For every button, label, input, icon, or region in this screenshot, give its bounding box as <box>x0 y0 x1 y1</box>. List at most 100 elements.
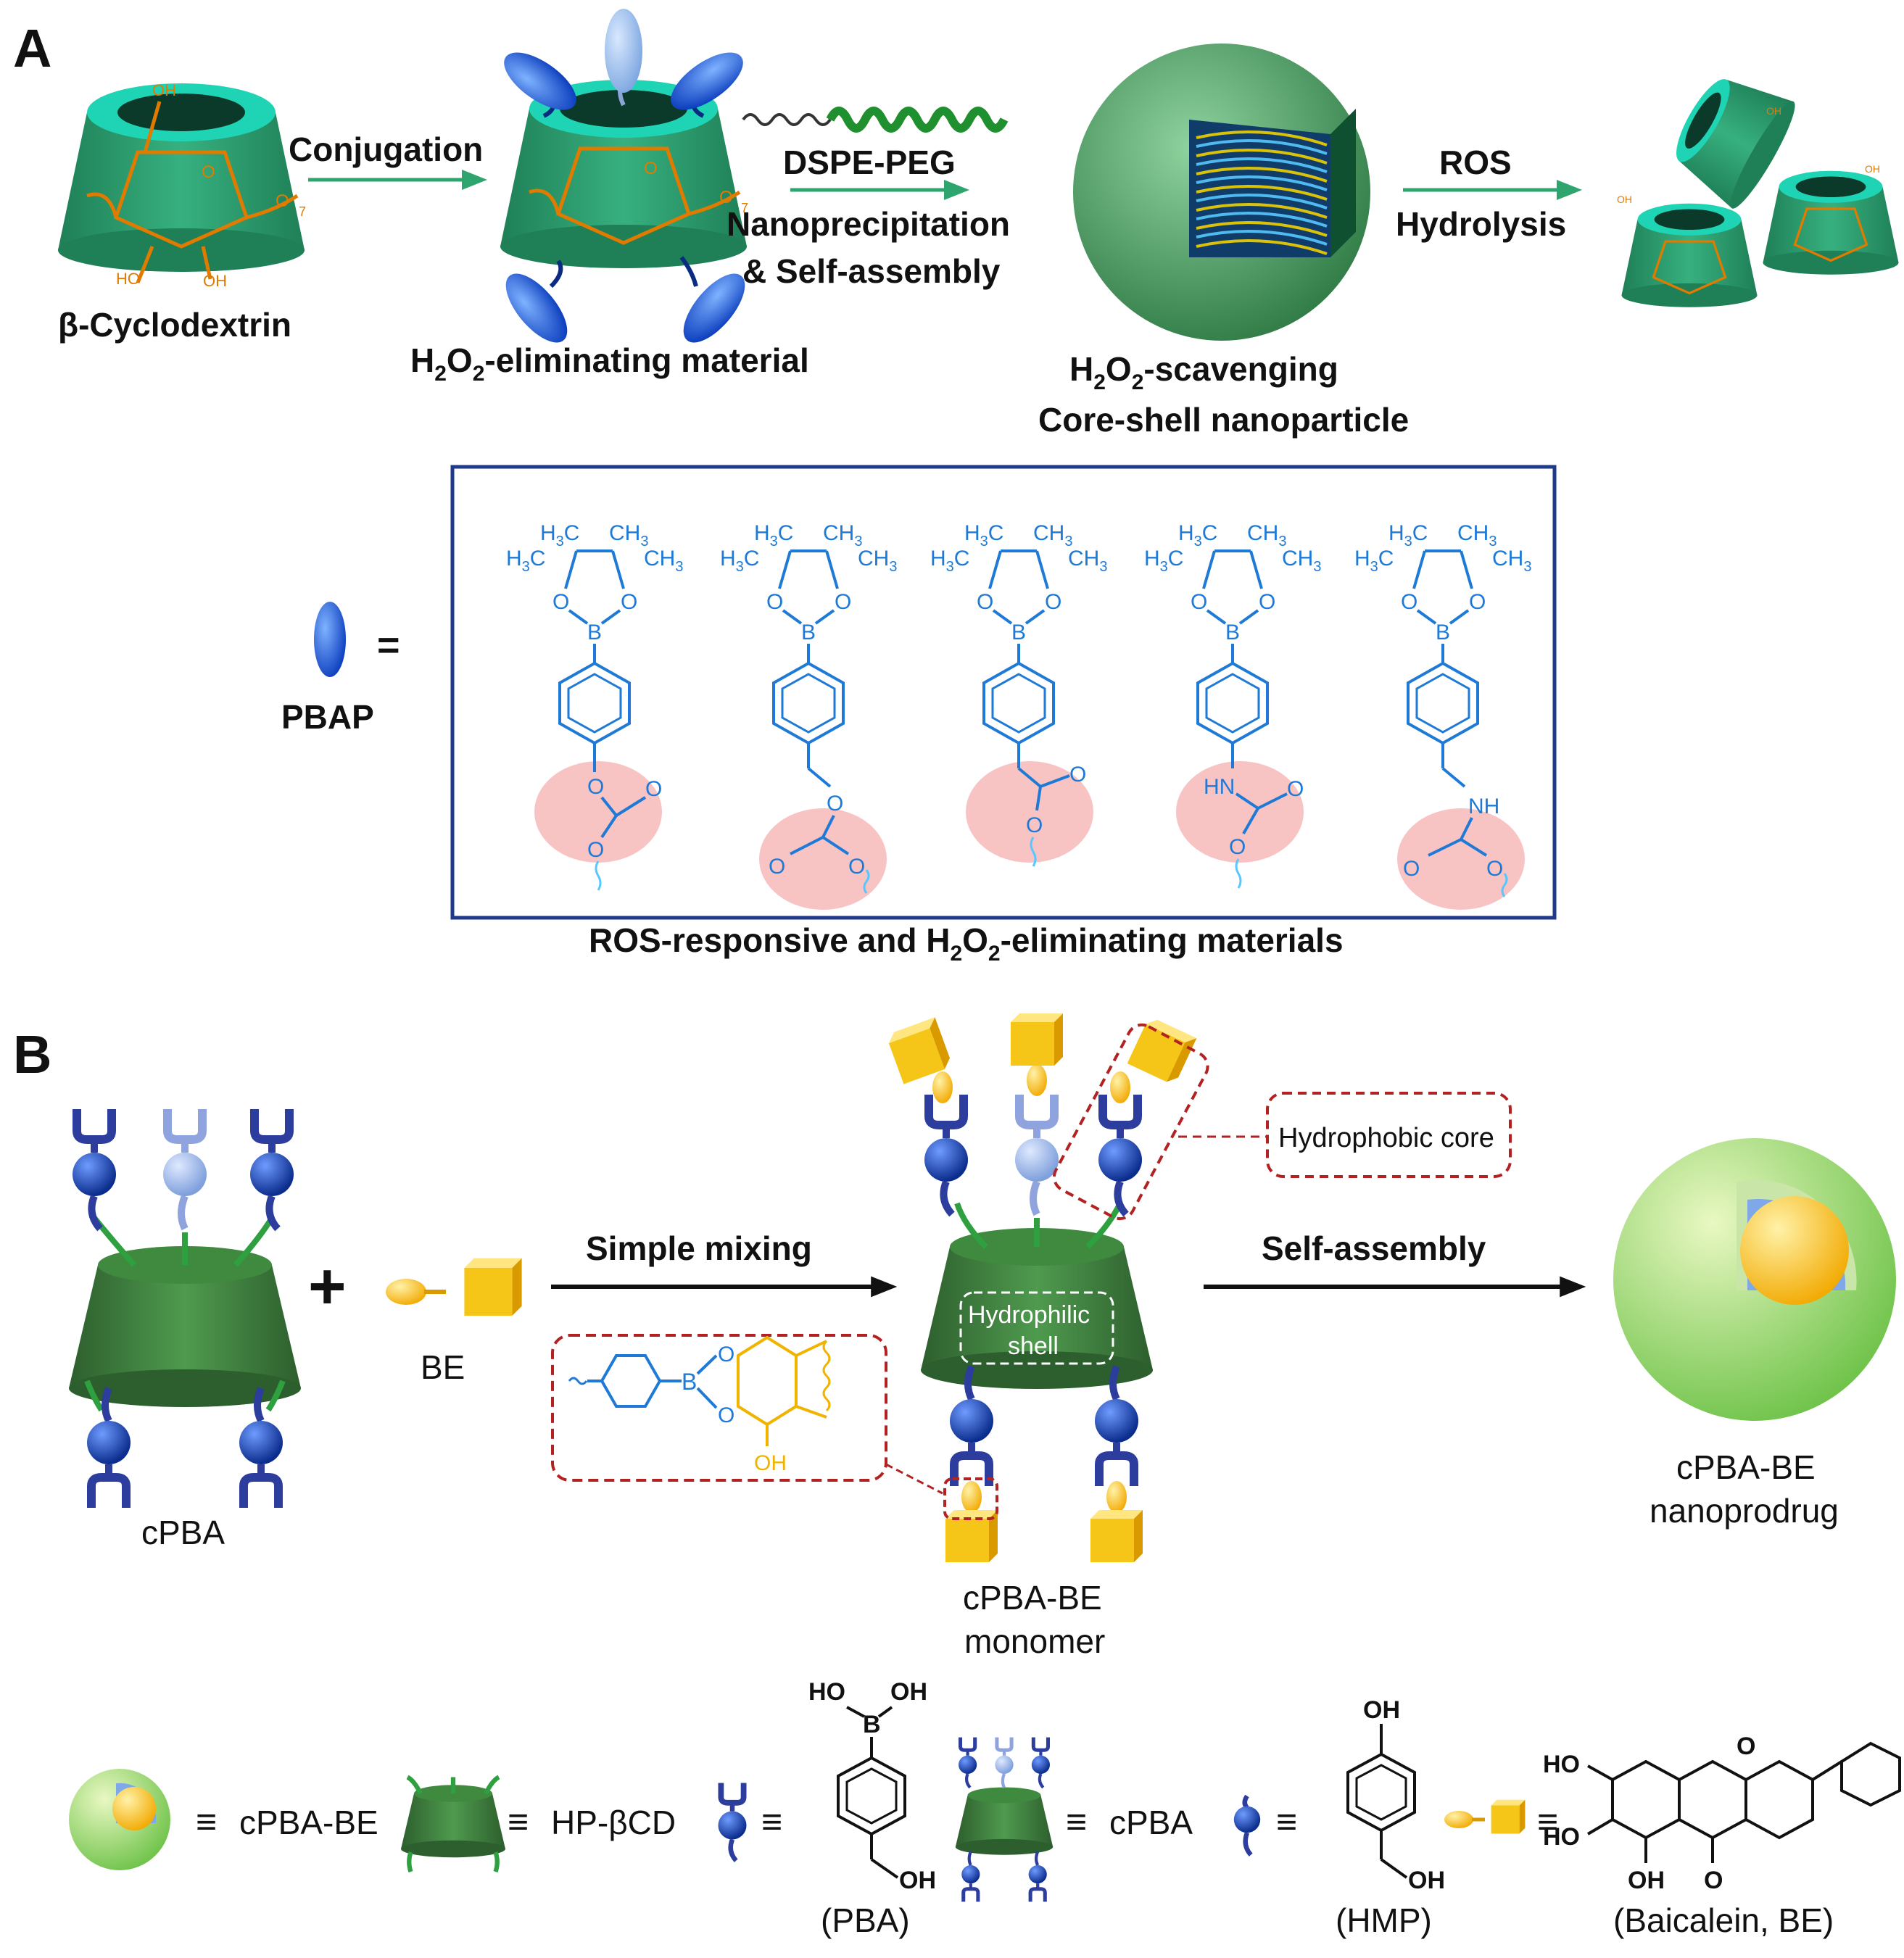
nanoprodrug-sphere <box>1613 1138 1896 1421</box>
pink-highlight <box>966 761 1093 863</box>
small-oh-3: OH <box>1865 163 1880 175</box>
ring-o-right: O <box>835 590 851 614</box>
legend-hmp-unit <box>1233 1794 1261 1857</box>
bond <box>1416 609 1437 625</box>
nanoprecipitation-label: Nanoprecipitation <box>727 205 1010 243</box>
monomer-be-bottom-right <box>1106 1481 1127 1513</box>
hydrolysis-label: Hydrolysis <box>1396 205 1566 243</box>
pink-highlight <box>1176 761 1304 863</box>
bond <box>564 550 578 589</box>
methyl-ch3: CH3 <box>1492 547 1531 575</box>
methyl-h3c: H3C <box>754 521 793 549</box>
legend-equiv-3: ≡ <box>761 1801 782 1842</box>
bond <box>1428 838 1462 857</box>
bond <box>1249 550 1263 589</box>
cpba-pba-center <box>163 1109 207 1229</box>
bond <box>992 609 1013 625</box>
carbonyl-o: O <box>1069 763 1086 787</box>
methyl-h3c: H3C <box>506 547 545 575</box>
methyl-h3c: H3C <box>964 521 1003 549</box>
panel-a-letter: A <box>13 18 51 78</box>
cd-oh-bottom: OH <box>203 272 227 290</box>
pba-name: (PBA) <box>821 1901 910 1939</box>
ring-o-left: O <box>766 590 783 614</box>
boron: B <box>1011 621 1026 644</box>
pink-highlight <box>534 761 662 863</box>
bond <box>611 550 625 589</box>
monomer-pba-right <box>1098 1095 1142 1214</box>
methyl-h3c: H3C <box>1178 521 1217 549</box>
alkoxy-o: O <box>1229 835 1246 859</box>
monomer-cube-right <box>1127 1016 1197 1086</box>
bond <box>600 609 621 625</box>
h2o2-eliminating-cone: O O 7 <box>500 75 748 289</box>
bond <box>1206 609 1227 625</box>
hmp-structure: OH OH <box>1346 1696 1445 1894</box>
inset-connector <box>885 1463 943 1495</box>
methyl-ch3: CH3 <box>644 547 683 575</box>
plus-sign: + <box>308 1250 347 1323</box>
bond <box>782 609 803 625</box>
ring-o-right: O <box>1045 590 1061 614</box>
methyl-h3c: H3C <box>1354 547 1394 575</box>
dspe-peg-label: DSPE-PEG <box>783 144 956 181</box>
inset-box <box>551 1334 887 1482</box>
boron: B <box>1436 621 1450 644</box>
h2o2-scavenging-label: H2O2-scavenging <box>1069 350 1338 394</box>
wavy-bond <box>1235 858 1242 889</box>
be-name: (Baicalein, BE) <box>1613 1901 1834 1939</box>
bond <box>1025 609 1046 625</box>
pba-structure: HO OH B OH <box>808 1678 936 1894</box>
wavy-bond <box>863 869 870 894</box>
dspe-peg-molecule <box>742 107 1009 133</box>
legend-cpba-icon <box>955 1738 1054 1902</box>
bond <box>1035 786 1042 811</box>
bond <box>790 836 824 855</box>
beta-cyclodextrin-label: β-Cyclodextrin <box>58 306 291 344</box>
be-ho-2: HO <box>1543 1823 1580 1851</box>
amide-nh: NH <box>1468 795 1499 818</box>
be-ketone-o: O <box>1704 1867 1723 1894</box>
wavy-bond <box>1030 837 1037 867</box>
legend-equiv-4: ≡ <box>1066 1801 1087 1842</box>
bond <box>1238 609 1259 625</box>
hydrophilic-label-2: shell <box>1008 1332 1059 1360</box>
monomer-pba-center <box>1015 1095 1059 1214</box>
hmp-name: (HMP) <box>1336 1901 1432 1939</box>
be-label: BE <box>421 1348 465 1386</box>
legend-pba-unit <box>719 1783 747 1861</box>
svg-text:OH: OH <box>899 1867 936 1894</box>
hydrolyzed-cd-2 <box>1621 203 1758 307</box>
monomer-be-center <box>1027 1064 1047 1096</box>
methyl-h3c: H3C <box>1144 547 1183 575</box>
monomer-be-left <box>932 1071 953 1103</box>
baicalein-structure <box>1586 1741 1901 1863</box>
legend-cpba-be: cPBA-BE <box>239 1804 378 1841</box>
hydrophobic-highlight <box>1052 1023 1209 1221</box>
ring-o-left: O <box>977 590 993 614</box>
svg-text:OH: OH <box>890 1678 927 1706</box>
pink-highlight <box>1397 808 1525 910</box>
bond <box>825 550 839 589</box>
svg-text:B: B <box>682 1369 697 1395</box>
alkoxy-o: O <box>1026 813 1043 837</box>
cd-oh-top: OH <box>152 81 176 99</box>
bond <box>988 550 1002 589</box>
pink-highlight <box>759 808 887 910</box>
bond <box>821 836 850 855</box>
bond <box>1412 550 1426 589</box>
bond <box>1235 792 1259 810</box>
benzene-inner <box>1415 673 1470 734</box>
ester-o: O <box>587 775 604 799</box>
bond <box>1449 609 1470 625</box>
methyl-h3c: H3C <box>1388 521 1428 549</box>
legend-hp-bcd-label: HP-βCD <box>551 1804 676 1841</box>
monomer-link-highlight <box>943 1477 998 1520</box>
bond <box>1242 808 1259 834</box>
bond <box>1460 550 1473 589</box>
